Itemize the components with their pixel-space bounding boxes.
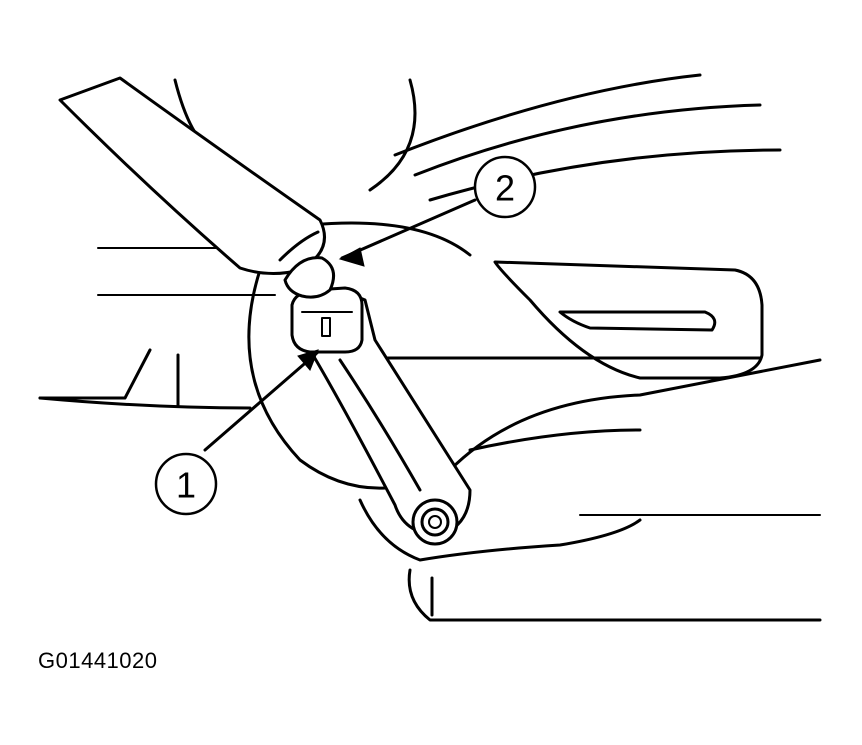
figure-id: G01441020 [38, 648, 158, 673]
callout-2: 2 [473, 155, 537, 219]
callout-2-label: 2 [495, 168, 515, 209]
callout-1-circle [154, 452, 218, 516]
seat-body-contours [38, 73, 822, 622]
callout-2-circle [473, 155, 537, 219]
callout-1-label: 1 [176, 465, 196, 506]
anchor-strap [283, 256, 472, 546]
callout-leaders [203, 198, 477, 452]
tool-handle [58, 76, 326, 275]
callout-1: 1 [154, 452, 218, 516]
